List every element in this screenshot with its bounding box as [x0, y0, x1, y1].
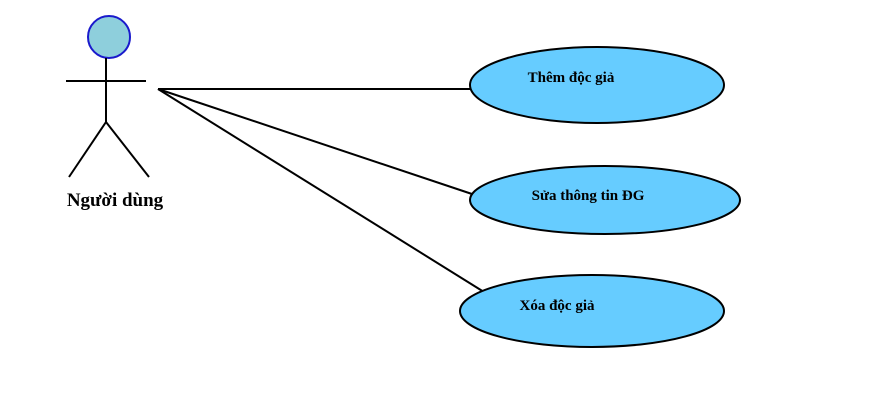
use-case-add-reader-label: Thêm độc giả [528, 70, 615, 86]
actor-head [87, 15, 131, 59]
actor-name: Người dùng [67, 190, 164, 211]
association-line-edit-reader [157, 88, 473, 195]
use-case-delete-reader-label: Xóa độc giả [520, 298, 596, 314]
use-case-delete-reader: Xóa độc giả [459, 274, 725, 348]
use-case-add-reader-ellipse [469, 46, 725, 124]
actor-right-leg [105, 121, 150, 178]
use-case-delete-reader-ellipse [459, 274, 725, 348]
association-line-delete-reader [157, 88, 485, 293]
actor-user: Người dùng [66, 15, 164, 211]
use-case-add-reader: Thêm độc giả [469, 46, 725, 124]
use-case-edit-reader: Sửa thông tin ĐG [469, 165, 741, 235]
use-case-edit-reader-ellipse [469, 165, 741, 235]
actor-left-leg [68, 121, 107, 178]
use-case-edit-reader-label: Sửa thông tin ĐG [532, 188, 645, 204]
